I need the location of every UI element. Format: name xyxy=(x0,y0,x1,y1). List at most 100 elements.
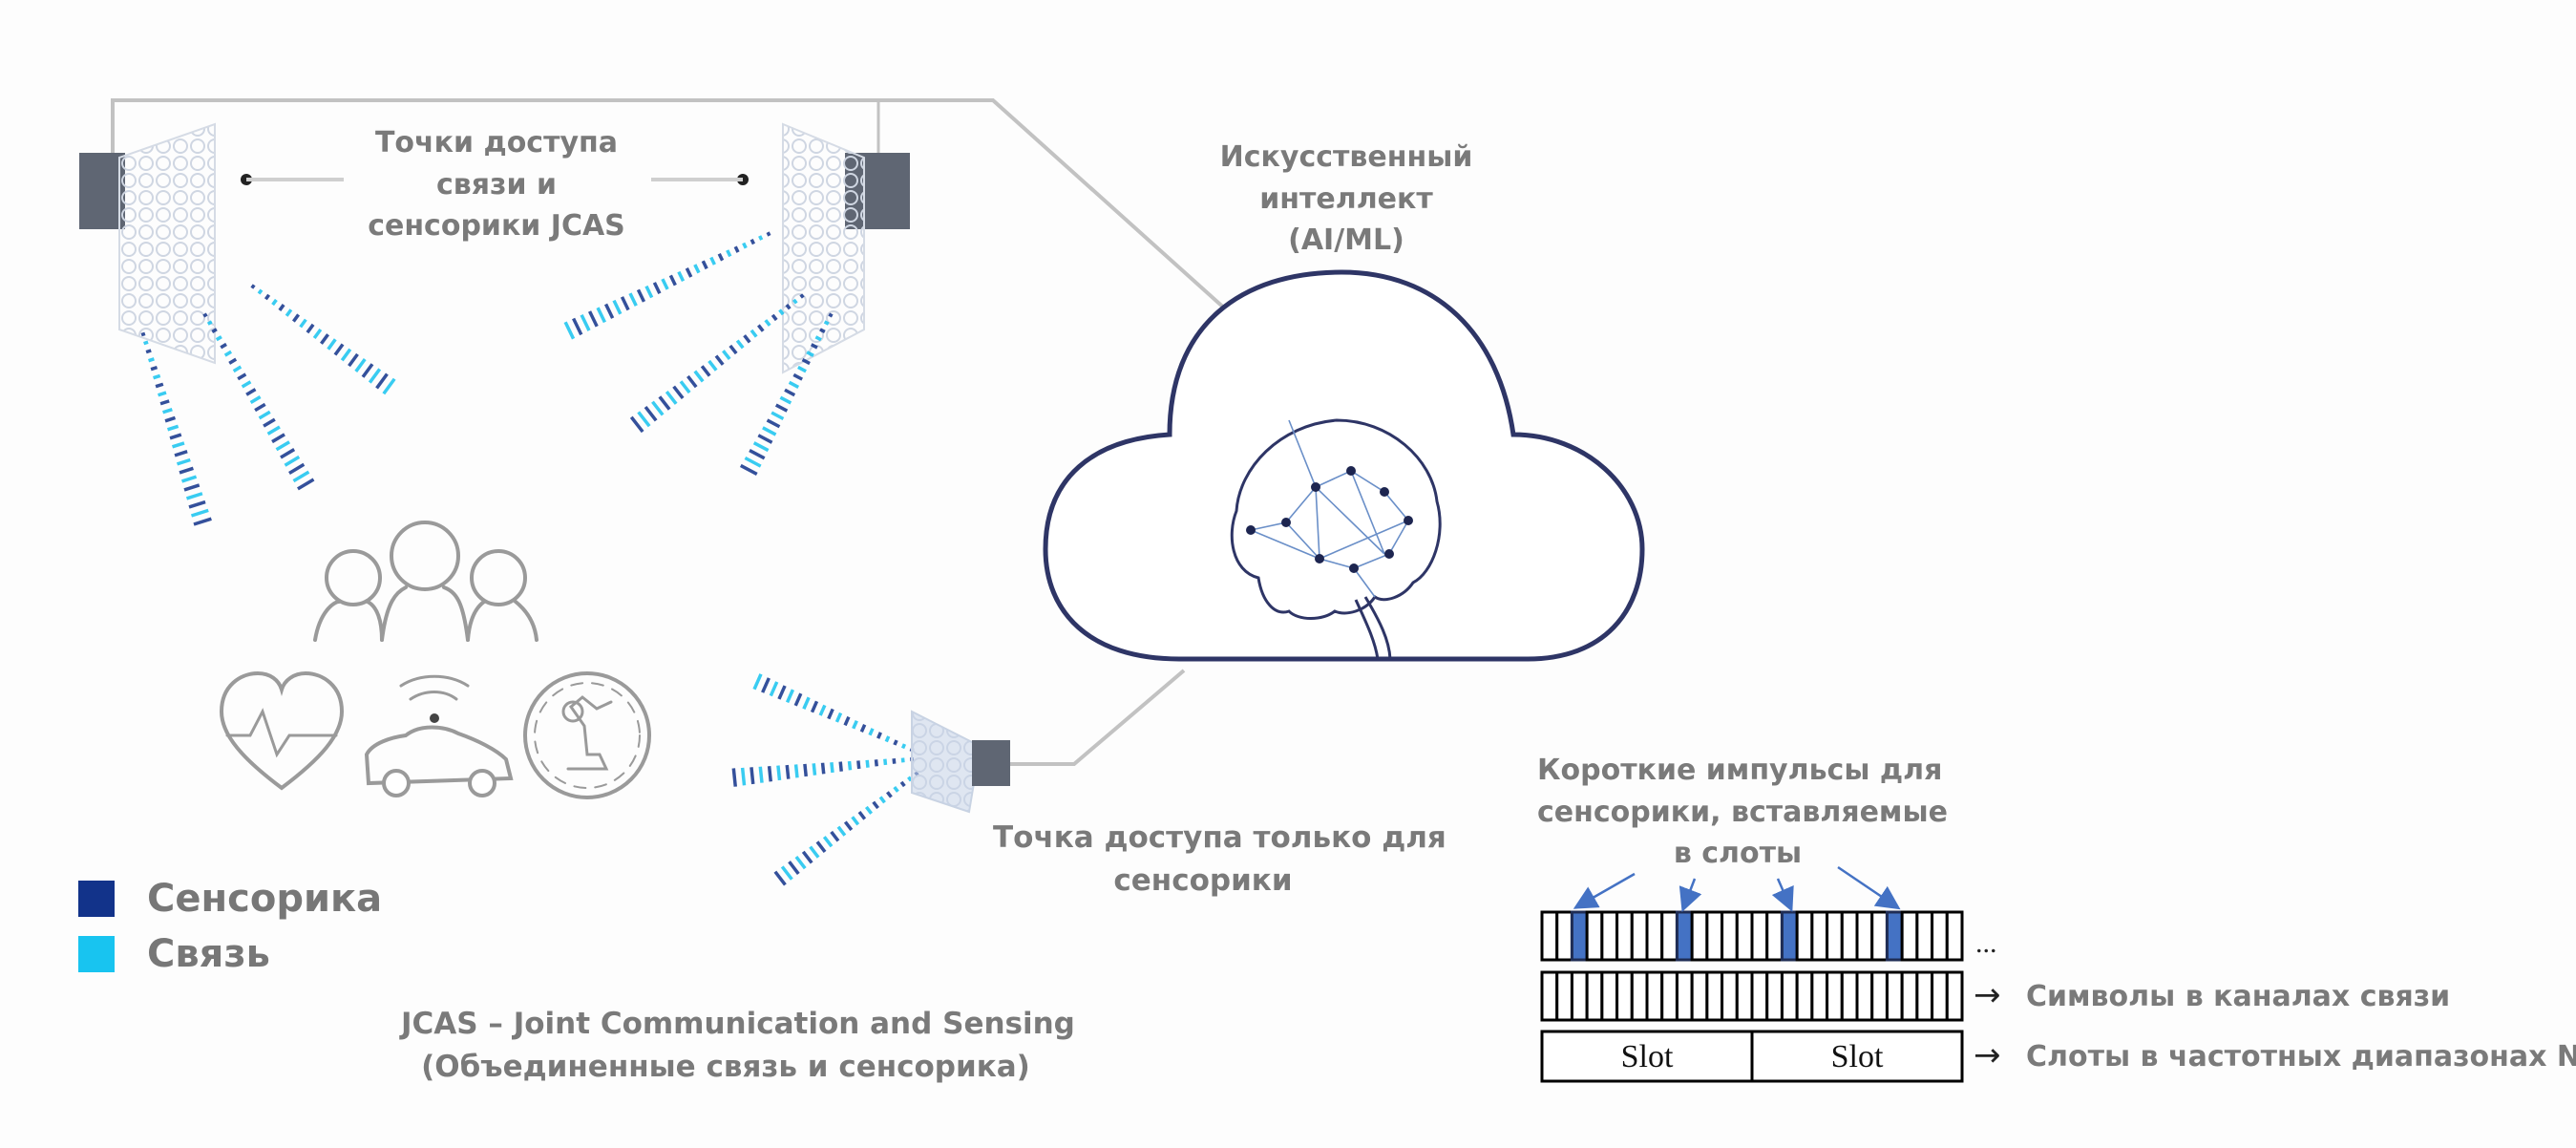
sensing-dash xyxy=(785,304,792,310)
symbol-cell xyxy=(1570,970,1589,1022)
communication-dash xyxy=(752,673,763,691)
sensing-dash xyxy=(150,365,158,372)
sensing-dash xyxy=(784,388,796,397)
communication-dash xyxy=(258,410,271,420)
communication-dash xyxy=(722,350,731,361)
short-pulses-label: Короткие импульсы для сенсорики, вставля… xyxy=(1537,754,1948,870)
symbol-cell xyxy=(1540,970,1559,1022)
sensing-dash xyxy=(348,352,359,368)
communication-dash xyxy=(232,365,243,373)
sensing-dash xyxy=(636,288,646,303)
communication-dash xyxy=(171,441,185,449)
communication-dash xyxy=(644,285,654,299)
sensing-dash xyxy=(810,700,819,713)
jcas-access-point-left xyxy=(79,122,344,365)
sensing-dash xyxy=(714,354,725,366)
communication-dash xyxy=(382,377,396,395)
communication-dash xyxy=(661,278,669,290)
communication-dash xyxy=(637,411,651,428)
sensing-dash xyxy=(202,312,208,318)
beam xyxy=(140,331,212,526)
symbol-cell xyxy=(1810,910,1829,962)
symbol-cell xyxy=(1915,910,1934,962)
communication-dash xyxy=(797,365,807,373)
sensing-dash xyxy=(288,462,306,475)
communication-dash xyxy=(740,767,747,786)
symbol-cell xyxy=(1600,970,1619,1022)
sensing-dash xyxy=(757,434,773,444)
sensing-dash xyxy=(717,253,725,262)
communication-dash xyxy=(143,340,149,346)
communication-dash xyxy=(327,338,337,351)
communication-dash xyxy=(788,380,800,389)
sensing-dash xyxy=(264,293,271,301)
antenna-array-mesh xyxy=(782,122,865,374)
row-arrow-icon: → xyxy=(1974,976,2001,1014)
communication-dash xyxy=(167,424,179,432)
communication-dash xyxy=(693,264,701,274)
symbol-cell xyxy=(1765,970,1784,1022)
sensing-dash xyxy=(843,715,851,727)
sensing-dash xyxy=(799,293,805,299)
sensing-dash xyxy=(820,762,826,775)
communication-dash xyxy=(884,735,891,743)
sensing-dash xyxy=(672,385,685,399)
communication-dash xyxy=(769,681,779,697)
symbol-cell xyxy=(1870,970,1889,1022)
symbols-row-label: Символы в каналах связи xyxy=(2026,980,2451,1013)
communication-dash xyxy=(847,760,853,771)
jcas-caption: JCAS – Joint Communication and Sensing (… xyxy=(401,1007,1075,1084)
communication-dash xyxy=(883,758,888,766)
sensing-dash xyxy=(801,850,813,864)
communication-dash xyxy=(814,335,822,342)
communication-dash xyxy=(340,348,352,362)
jcas-access-points-label: Точки доступа связи и сенсорики JCAS xyxy=(368,126,625,243)
sensing-dash xyxy=(828,312,834,318)
backbone-line-top xyxy=(111,98,1229,312)
sensing-dash xyxy=(174,450,188,457)
symbol-cell xyxy=(1600,910,1619,962)
slot-label: Slot xyxy=(1831,1039,1884,1074)
communication-dash xyxy=(779,395,792,405)
communication-dash xyxy=(665,390,678,405)
slot-cell xyxy=(1750,1030,1964,1083)
communication-dash xyxy=(368,368,382,384)
sensing-dash xyxy=(815,840,827,854)
sensing-dash xyxy=(771,313,778,322)
sensing-dash xyxy=(155,382,164,389)
pulse-arrow-icon xyxy=(1679,878,1702,913)
communication-dash xyxy=(312,328,323,340)
ai-ml-label: Искусственный интеллект (AI/ML) xyxy=(1219,140,1473,257)
communication-dash xyxy=(249,394,262,404)
communication-dash xyxy=(190,508,209,518)
sensing-dash xyxy=(375,372,389,390)
symbol-cell xyxy=(1900,910,1919,962)
symbol-cell xyxy=(1826,970,1844,1022)
symbol-cell xyxy=(1630,970,1649,1022)
pulse-arrow-icon xyxy=(1771,878,1794,912)
communication-dash xyxy=(223,350,233,357)
brain-network-icon xyxy=(1230,418,1442,660)
communication-dash xyxy=(709,256,716,266)
communication-dash xyxy=(206,320,213,326)
sensing-dash xyxy=(572,317,583,336)
communication-dash xyxy=(776,765,782,781)
sensing-dash xyxy=(237,372,247,381)
communication-dash xyxy=(596,307,606,324)
communication-dash xyxy=(185,492,203,500)
symbol-cell xyxy=(1885,970,1904,1022)
symbol-cell xyxy=(1855,970,1874,1022)
symbol-cell xyxy=(1645,910,1664,962)
sensing-dash xyxy=(876,732,882,739)
sensing-dash xyxy=(886,791,893,798)
sensing-dash xyxy=(767,766,772,782)
sensing-dash xyxy=(893,739,898,746)
beam xyxy=(752,673,915,753)
symbol-row xyxy=(1540,970,1964,1022)
symbol-cell xyxy=(1780,970,1799,1022)
communication-dash xyxy=(176,457,191,466)
communication-dash xyxy=(865,759,870,768)
communication-dash xyxy=(864,805,874,815)
